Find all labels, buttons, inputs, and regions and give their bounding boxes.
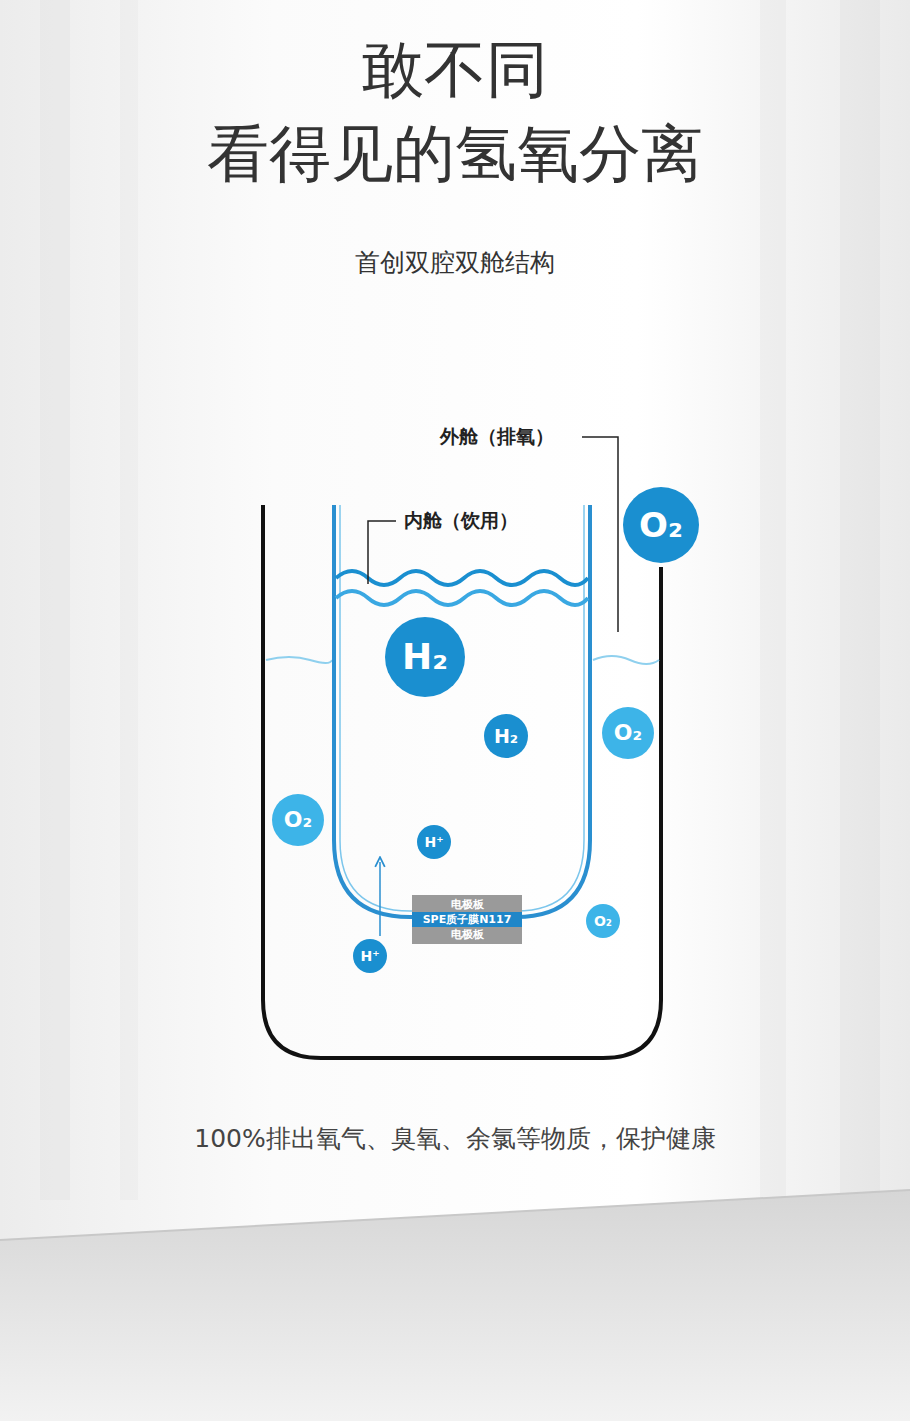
membrane-label: SPE质子膜N117	[412, 912, 522, 927]
oxygen-bubble: O₂	[586, 904, 620, 938]
inner-water-wave	[336, 571, 588, 585]
bubble-fill	[272, 794, 324, 846]
oxygen-bubble: O₂	[602, 707, 654, 759]
electrode-membrane: 电极板SPE质子膜N117电极板	[412, 895, 522, 944]
inner-chamber-wall	[340, 505, 584, 911]
callout-label: 外舱（排氧）	[440, 424, 554, 450]
bubble-fill	[602, 707, 654, 759]
formula: H₂	[494, 727, 518, 746]
electrode-label: 电极板	[412, 927, 522, 942]
hydrogen-bubble: H₂	[484, 714, 528, 758]
callout-label: 内舱（饮用）	[404, 508, 518, 534]
formula: O₂	[614, 722, 642, 744]
outer-chamber	[263, 505, 661, 1058]
oxygen-bubble: O₂	[272, 794, 324, 846]
subtitle: 首创双腔双舱结构	[355, 246, 555, 279]
inner-water-wave	[336, 591, 588, 605]
inner-chamber	[334, 505, 590, 917]
bubble-fill	[385, 617, 465, 697]
proton-bubble: H⁺	[353, 939, 387, 973]
oxygen-bubble: O₂	[623, 487, 699, 563]
formula: O₂	[639, 508, 683, 542]
bubble-fill	[417, 825, 451, 859]
outer-water	[593, 656, 659, 664]
electrode-label: 电极板	[412, 897, 522, 912]
leader-line	[368, 521, 396, 584]
table-top	[0, 1190, 910, 1421]
hydrogen-bubble: H₂	[385, 617, 465, 697]
proton-bubble: H⁺	[417, 825, 451, 859]
table-edge	[0, 1190, 910, 1240]
bubble-fill	[623, 487, 699, 563]
formula: H⁺	[424, 835, 443, 849]
bubble-fill	[484, 714, 528, 758]
curtain-folds	[40, 0, 880, 1200]
title: 敢不同 看得见的氢氧分离	[105, 28, 805, 196]
bubble-fill	[353, 939, 387, 973]
leader-line	[582, 437, 618, 632]
bubble-fill	[586, 904, 620, 938]
outer-water	[266, 657, 332, 663]
formula: H⁺	[360, 949, 379, 963]
proton-arrow	[379, 862, 381, 936]
formula: H₂	[402, 639, 448, 675]
caption: 100%排出氧气、臭氧、余氯等物质，保护健康	[0, 1122, 910, 1155]
formula: O₂	[284, 809, 312, 831]
formula: O₂	[594, 914, 612, 928]
